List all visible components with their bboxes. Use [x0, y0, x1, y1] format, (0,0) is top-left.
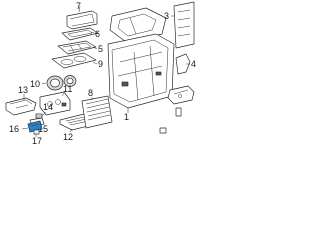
callout-3: 3	[164, 11, 169, 21]
part-17-connector[interactable]	[33, 129, 40, 135]
leader-7	[78, 5, 81, 13]
leader-14	[41, 111, 47, 117]
callout-6: 6	[95, 29, 100, 39]
callout-5: 5	[98, 44, 103, 54]
leader-9	[92, 61, 98, 65]
leader-5	[92, 46, 98, 50]
callout-13: 13	[18, 85, 28, 95]
part-3-side-bracket[interactable]	[173, 1, 195, 49]
leader-12	[69, 128, 73, 133]
part-5-tray[interactable]	[57, 40, 97, 55]
callout-10: 10	[30, 79, 40, 89]
part-2-console-top[interactable]	[109, 7, 167, 43]
callout-1: 1	[124, 112, 129, 122]
callout-8: 8	[88, 88, 93, 98]
callout-14: 14	[43, 102, 53, 112]
part-10-cup-ring[interactable]	[46, 75, 77, 91]
part-4-side-trim[interactable]	[175, 53, 191, 75]
mounting-bracket	[167, 85, 195, 105]
part-8-ribbed-tray[interactable]	[81, 95, 113, 129]
leader-10	[41, 82, 47, 85]
leader-11	[61, 92, 65, 97]
part-1-console-body[interactable]	[107, 33, 175, 109]
part-7-lid[interactable]	[66, 10, 98, 30]
callout-12: 12	[63, 132, 73, 142]
part-9-cup-holder[interactable]	[51, 52, 97, 69]
part-16-switch-highlighted[interactable]	[27, 120, 43, 133]
part-11-bezel[interactable]	[39, 91, 71, 116]
part-13-base-plate[interactable]	[5, 97, 37, 116]
callout-9: 9	[98, 59, 103, 69]
callout-16: 16	[9, 124, 19, 134]
callout-17: 17	[32, 136, 42, 146]
part-14-clip[interactable]	[35, 113, 43, 119]
part-6-trim-frame[interactable]	[61, 27, 99, 41]
leader-6	[90, 31, 95, 34]
callout-4: 4	[191, 59, 196, 69]
callout-7: 7	[76, 1, 81, 11]
leader-16	[21, 127, 29, 130]
callout-11: 11	[63, 84, 72, 94]
parts-diagram: 7 6 5 9 10 11	[5, 1, 196, 146]
callout-15: 15	[38, 124, 48, 134]
small-fasteners	[159, 107, 182, 134]
